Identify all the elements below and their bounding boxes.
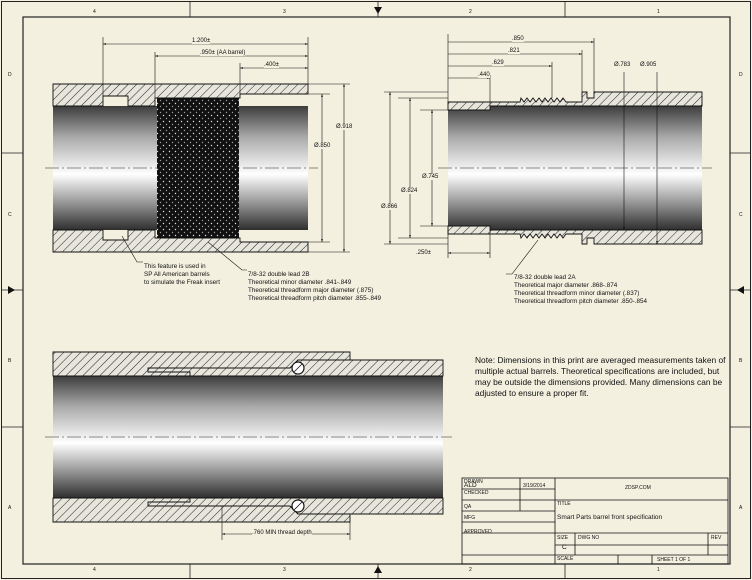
tb-sheet: SHEET 1 OF 1 (657, 557, 691, 563)
dim-850: .850 (512, 36, 524, 42)
dim-thread-depth: .760 MIN thread depth (252, 530, 312, 536)
zone-right-c: C (739, 212, 743, 218)
zone-left-a: A (8, 505, 12, 511)
dim-dia-745: Ø.745 (422, 174, 439, 180)
zone-left-b: B (8, 358, 12, 364)
tb-size-label: SIZE (557, 535, 569, 541)
zone-top-3: 3 (283, 9, 286, 15)
tb-date: 3/19/2014 (523, 483, 546, 489)
zone-right-b: B (739, 358, 743, 364)
zone-top-2: 2 (469, 9, 472, 15)
female-thread-note: 7/8-32 double lead 2B Theoretical minor … (248, 271, 382, 302)
tb-dwg-label: DWG NO (578, 535, 600, 541)
general-note: Note: Dimensions in this print are avera… (475, 355, 726, 398)
tb-size: C (562, 544, 567, 551)
zone-left-c: C (8, 212, 12, 218)
tb-checked-label: CHECKED (464, 490, 489, 496)
dim-left-outer-diameter: Ø.918 (336, 124, 353, 130)
zone-left-d: D (8, 72, 12, 78)
dim-250: .250± (416, 250, 431, 256)
title-block-frame (461, 477, 729, 565)
dim-left-bore-diameter: Ø.850 (314, 143, 331, 149)
zone-right-a: A (739, 505, 743, 511)
right-wall-bottom (447, 225, 703, 245)
tb-qa-label: QA (464, 504, 472, 510)
center-mark-right (737, 286, 744, 294)
left-knurl-insert (157, 94, 239, 243)
tb-mfg-label: MFG (464, 515, 476, 521)
zone-bottom-4: 4 (93, 567, 96, 573)
zone-bottom-3: 3 (283, 567, 286, 573)
tb-scale-label: SCALE (557, 556, 574, 562)
zone-bottom-2: 2 (469, 567, 472, 573)
assembly-section-view (45, 351, 452, 540)
zone-right-d: D (739, 72, 743, 78)
dim-440: .440 (478, 72, 490, 78)
dim-aa-barrel: .950± (AA barrel) (200, 50, 246, 56)
tb-approved-label: APPROVED (464, 529, 492, 535)
dim-dia-905: Ø.905 (640, 62, 657, 68)
zone-top-1: 1 (657, 9, 660, 15)
feature-note: This feature is used in SP All American … (144, 263, 220, 286)
dim-629: .629 (492, 60, 504, 66)
center-mark-left (8, 286, 15, 294)
zone-top-4: 4 (93, 9, 96, 15)
dim-dia-866: Ø.866 (381, 204, 398, 210)
dim-dia-824: Ø.824 (401, 188, 418, 194)
left-section-view (45, 37, 350, 271)
center-mark-bottom (374, 566, 382, 573)
right-section-view (384, 34, 712, 275)
tb-drawn-by: ALD (464, 482, 477, 489)
dim-dia-783: Ø.783 (614, 62, 631, 68)
center-mark-top (374, 7, 382, 14)
right-wall-top (447, 91, 703, 111)
male-thread-note: 7/8-32 double lead 2A Theoretical major … (514, 274, 648, 305)
dim-counterbore: .400± (264, 62, 279, 68)
tb-company: ZDSP.COM (625, 485, 651, 491)
tb-title: Smart Parts barrel front specification (557, 514, 663, 521)
zone-bottom-1: 1 (657, 567, 660, 573)
dim-821: .821 (508, 48, 520, 54)
tb-title-label: TITLE (557, 501, 571, 507)
dim-overall-length: 1.200± (192, 38, 211, 44)
inner-border (22, 16, 731, 565)
tb-drawn-label: DRAWN (464, 479, 483, 485)
tb-rev-label: REV (711, 535, 722, 541)
